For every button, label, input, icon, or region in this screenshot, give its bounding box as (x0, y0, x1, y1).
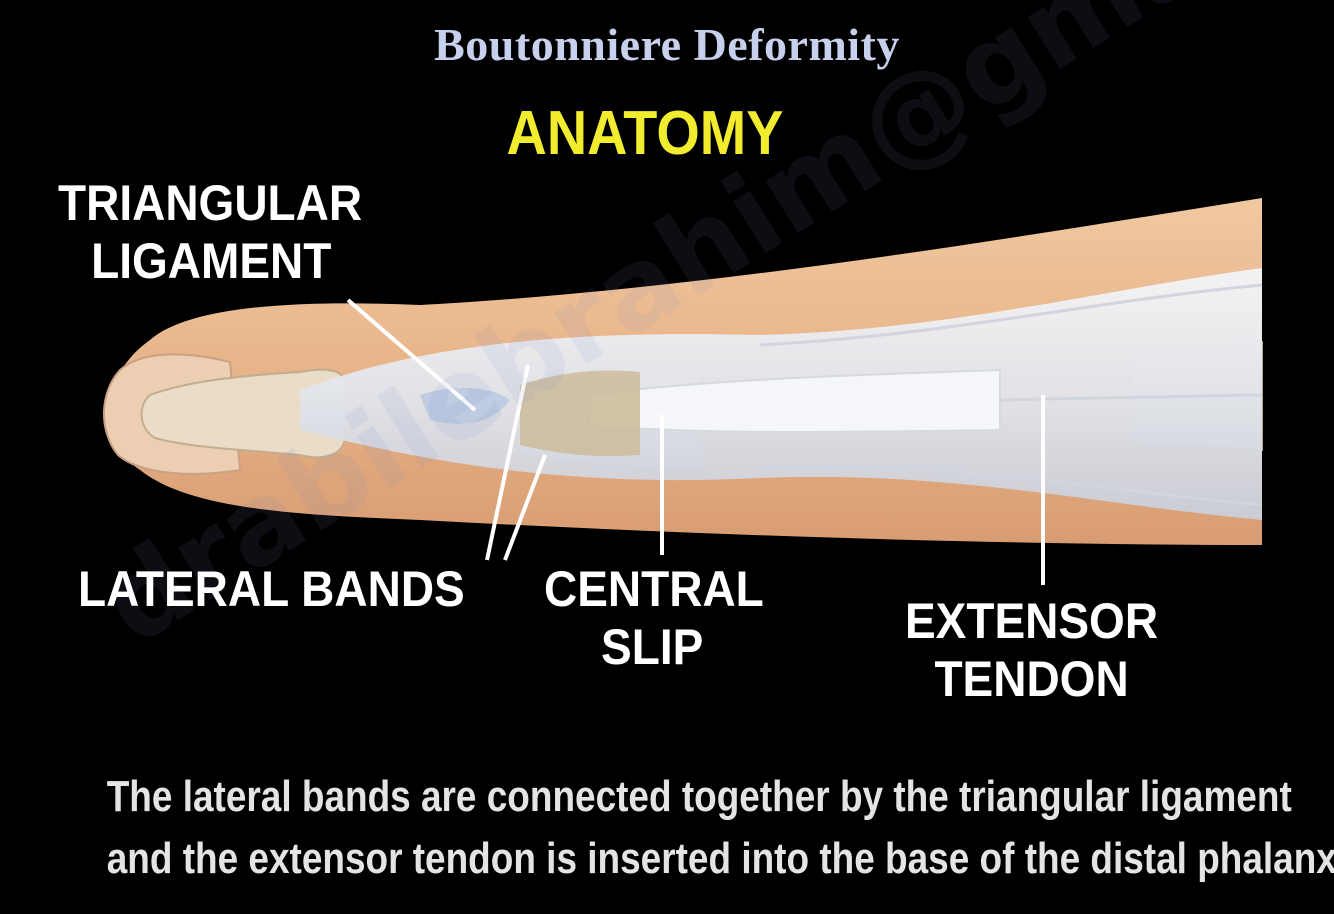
caption-line-2: and the extensor tendon is inserted into… (107, 828, 1228, 890)
label-line: TENDON (905, 650, 1158, 708)
caption-line-1: The lateral bands are connected together… (107, 766, 1228, 828)
label-line: LIGAMENT (58, 232, 362, 290)
label-central-slip: CENTRAL SLIP (544, 560, 764, 676)
label-line: CENTRAL (544, 560, 764, 618)
label-line: TRIANGULAR (58, 174, 362, 232)
label-lateral-bands: LATERAL BANDS (78, 560, 465, 618)
label-triangular-ligament: TRIANGULAR LIGAMENT (58, 174, 362, 290)
label-line: EXTENSOR (905, 592, 1158, 650)
label-extensor-tendon: EXTENSOR TENDON (905, 592, 1158, 708)
label-line: SLIP (544, 618, 764, 676)
